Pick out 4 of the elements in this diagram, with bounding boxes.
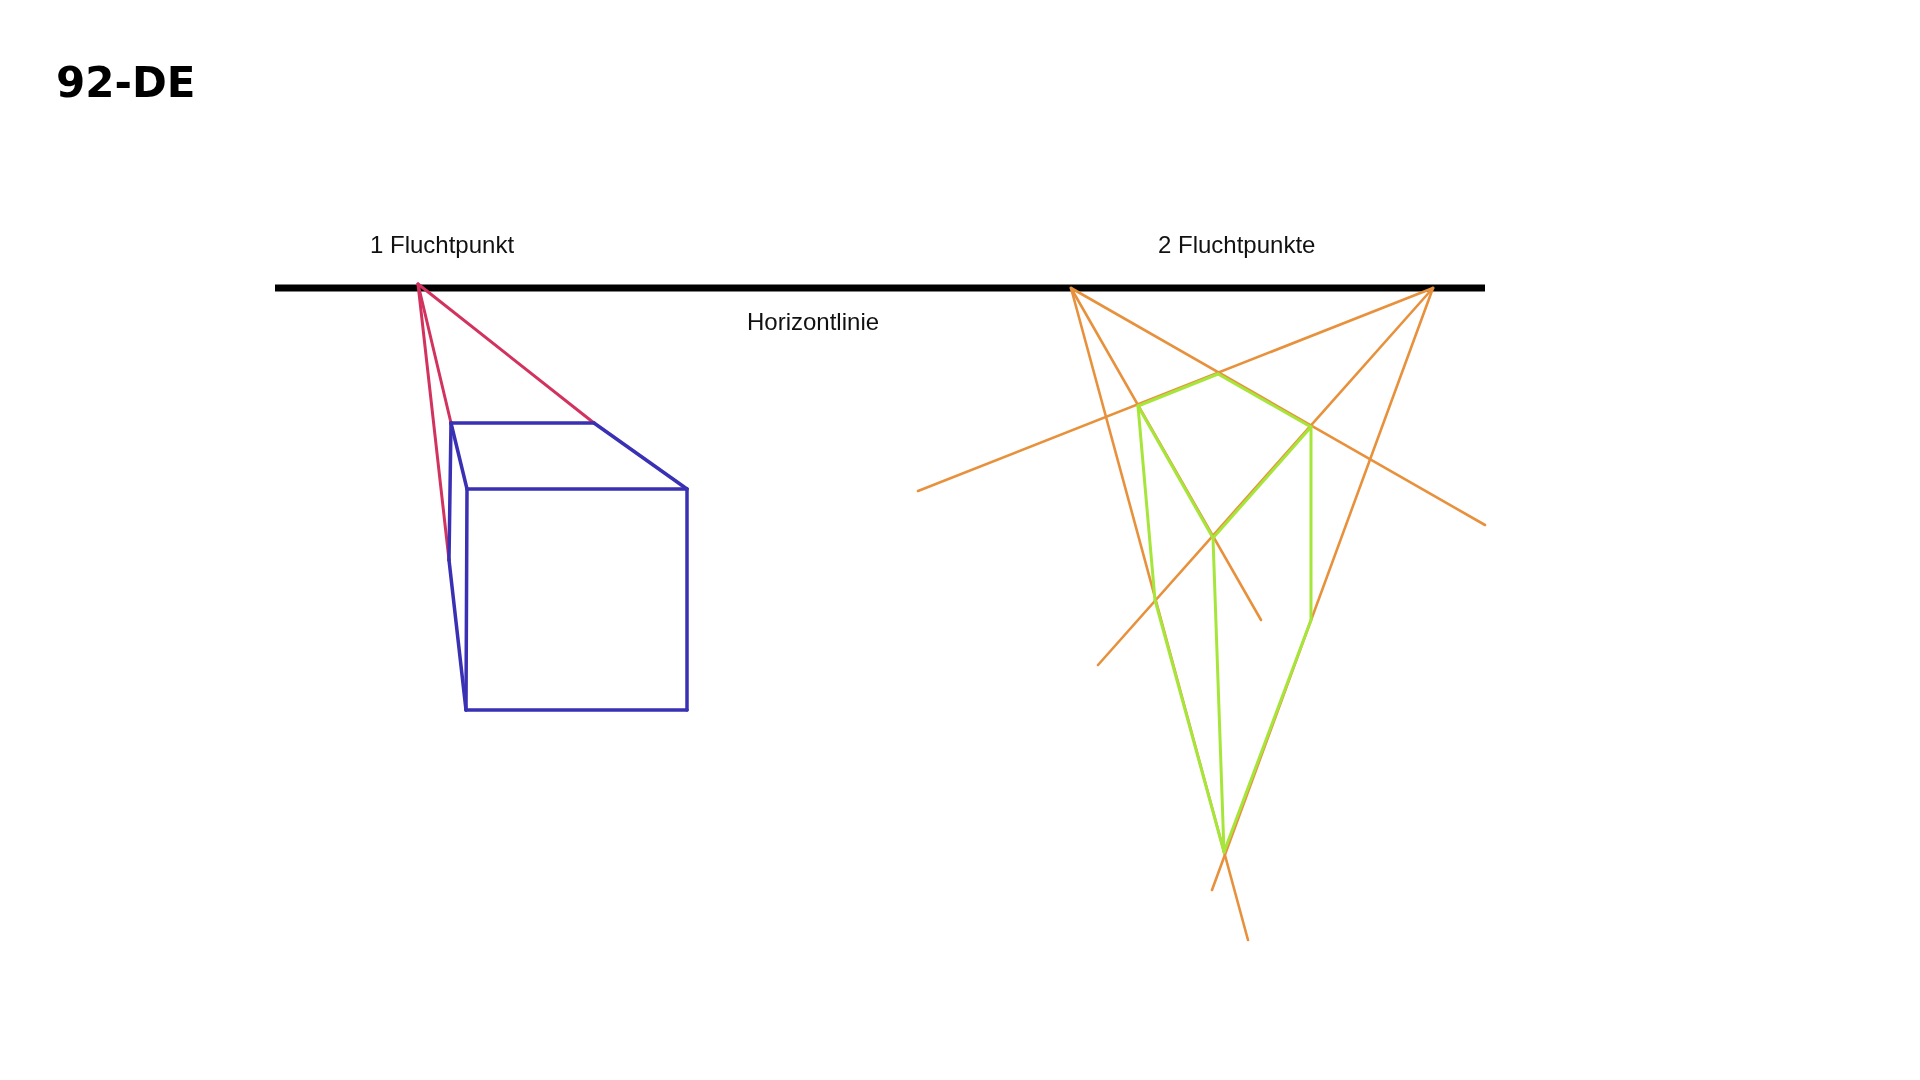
vanishing-points-label: 2 Fluchtpunkte <box>1158 233 1316 257</box>
title: 92-DE <box>56 62 196 104</box>
horizon-line-label: Horizontlinie <box>747 310 880 334</box>
vanishing-point-label: 1 Fluchtpunkt <box>370 233 515 257</box>
